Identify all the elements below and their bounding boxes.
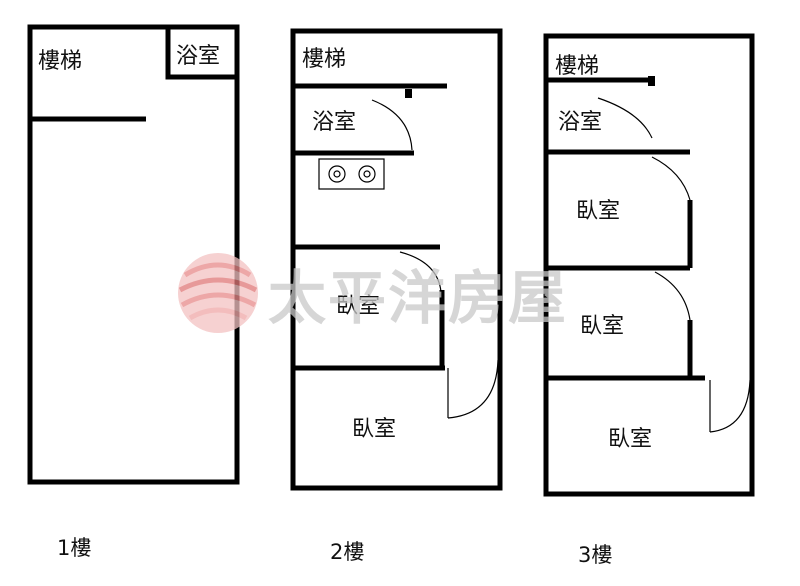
floor2-bedroom2-label: 臥室 — [352, 417, 396, 442]
floor-plan-2f: 樓梯 浴室 臥室 臥室 — [290, 28, 503, 491]
floor1-bath-wall — [165, 27, 237, 80]
floor2-caption: 2樓 — [330, 540, 364, 564]
floor-plan-3f: 樓梯 浴室 臥室 臥室 臥室 — [543, 33, 755, 497]
floor3-bedroom2-door — [654, 271, 691, 321]
floor-plan-1f: 樓梯 浴室 — [27, 24, 240, 485]
floor3-caption: 3樓 — [578, 543, 612, 567]
floor3-bedroom1-label: 臥室 — [576, 199, 620, 224]
floor1-outer-wall — [27, 24, 240, 485]
watermark-logo-icon — [178, 253, 258, 333]
floor3-bedroom3-label: 臥室 — [608, 427, 652, 452]
floor3-bath-label: 浴室 — [558, 110, 602, 135]
floor2-bedroom2-door — [447, 359, 499, 419]
floor2-bath-door — [371, 99, 413, 151]
floor2-outer-wall — [290, 28, 503, 491]
floor3-stairs-label: 樓梯 — [555, 54, 599, 79]
floor3-bath-door — [597, 97, 653, 139]
watermark-text: 太平洋房屋 — [268, 264, 568, 332]
stove-icon — [318, 158, 385, 190]
watermark: 太平洋房屋 — [178, 253, 568, 333]
floor3-bedroom3-door — [709, 379, 751, 433]
floor1-bath-label: 浴室 — [176, 44, 220, 69]
floor3-bedroom2-label: 臥室 — [580, 314, 624, 339]
floor3-bedroom1-door — [651, 156, 691, 201]
floor1-caption: 1樓 — [57, 536, 91, 560]
floor2-bath-door-jamb — [405, 89, 412, 98]
floor2-bath-label: 浴室 — [312, 110, 356, 135]
floor3-bath-door-jamb — [648, 76, 655, 86]
floor2-bedroom1-door — [399, 251, 442, 293]
floor2-stairs-label: 樓梯 — [302, 47, 346, 72]
floor1-stairs-label: 樓梯 — [38, 49, 82, 74]
floor3-outer-wall — [543, 33, 755, 497]
floor2-bedroom1-label: 臥室 — [336, 294, 380, 319]
